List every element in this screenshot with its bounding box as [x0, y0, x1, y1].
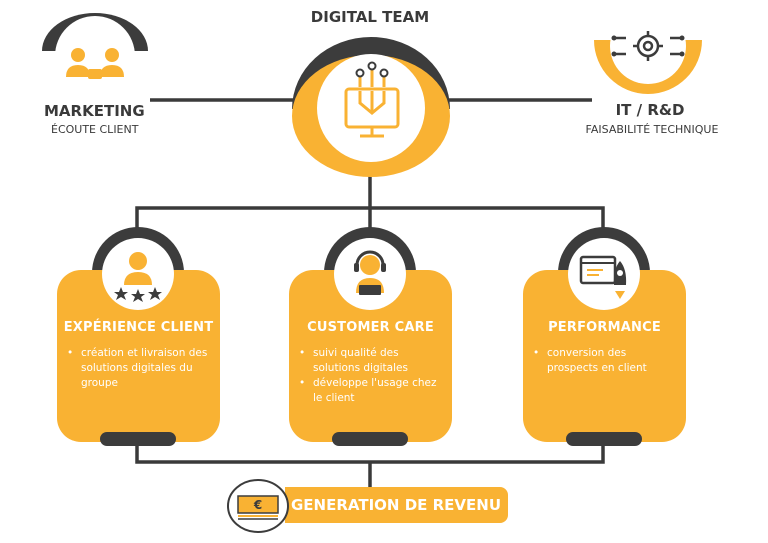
rocket-screen-icon-wrap: [568, 238, 640, 310]
it-rd-title: IT / R&D: [615, 101, 685, 119]
it-rd-node: [594, 10, 702, 94]
user-star-icon-wrap: [102, 238, 174, 310]
digital-team-node: [292, 37, 450, 177]
money-icon-wrap: €: [227, 479, 289, 533]
card-2-base: [332, 432, 408, 446]
people-basket-icon: [66, 48, 124, 79]
card-title: EXPÉRIENCE CLIENT: [63, 320, 214, 335]
banknotes-icon: €: [237, 495, 279, 520]
card-3-base: [566, 432, 642, 446]
gear-circuit-icon: [616, 31, 680, 61]
euro-symbol: €: [253, 498, 262, 512]
it-rd-subtitle: FAISABILITÉ TECHNIQUE: [585, 123, 719, 136]
headset-icon-wrap: [334, 238, 406, 310]
bullet-item: développe l'usage chez le client: [299, 376, 444, 406]
marketing-subtitle: ÉCOUTE CLIENT: [51, 123, 139, 136]
card-bullets: création et livraison des solutions digi…: [67, 346, 210, 391]
card-title: CUSTOMER CARE: [307, 320, 434, 335]
bullet-item: création et livraison des solutions digi…: [67, 346, 210, 391]
user-rating-icon: [124, 252, 152, 285]
marketing-node: [42, 13, 148, 91]
bullet-item: suivi qualité des solutions digitales: [299, 346, 444, 376]
revenue-label: GENERATION DE REVENU: [291, 496, 501, 514]
bullet-item: conversion des prospects en client: [533, 346, 676, 376]
card-title: PERFORMANCE: [548, 320, 661, 335]
card-bullets: suivi qualité des solutions digitales dé…: [299, 346, 444, 406]
digital-team-title: DIGITAL TEAM: [310, 8, 430, 26]
marketing-title: MARKETING: [44, 102, 145, 120]
card-1-base: [100, 432, 176, 446]
headset-agent-icon: [354, 250, 386, 295]
revenue-banner: GENERATION DE REVENU: [285, 487, 508, 523]
rocket-launch-icon: [579, 255, 627, 299]
card-bullets: conversion des prospects en client: [533, 346, 676, 376]
